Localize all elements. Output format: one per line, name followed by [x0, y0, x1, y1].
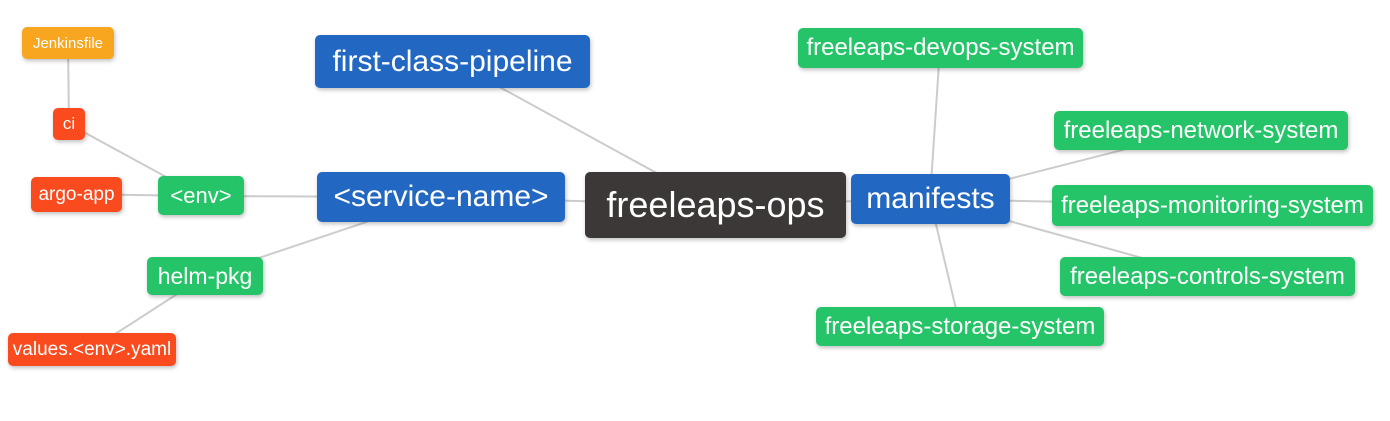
node-freeleaps-ops-root[interactable]: freeleaps-ops: [585, 172, 846, 238]
node-first-class-pipeline[interactable]: first-class-pipeline: [315, 35, 590, 88]
node-argo-app[interactable]: argo-app: [31, 177, 122, 212]
node-values-env-yaml[interactable]: values.<env>.yaml: [8, 333, 176, 366]
node-freeleaps-storage-system[interactable]: freeleaps-storage-system: [816, 307, 1104, 346]
node-manifests[interactable]: manifests: [851, 174, 1010, 224]
node-jenkinsfile[interactable]: Jenkinsfile: [22, 27, 114, 59]
node-freeleaps-network-system[interactable]: freeleaps-network-system: [1054, 111, 1348, 150]
node-env[interactable]: <env>: [158, 176, 244, 215]
node-freeleaps-devops-system[interactable]: freeleaps-devops-system: [798, 28, 1083, 68]
node-helm-pkg[interactable]: helm-pkg: [147, 257, 263, 295]
node-freeleaps-controls-system[interactable]: freeleaps-controls-system: [1060, 257, 1355, 296]
edge-manifests-devops-system: [929, 47, 941, 200]
node-ci[interactable]: ci: [53, 108, 85, 140]
node-service-name[interactable]: <service-name>: [317, 172, 565, 222]
node-freeleaps-monitoring-system[interactable]: freeleaps-monitoring-system: [1052, 185, 1373, 226]
